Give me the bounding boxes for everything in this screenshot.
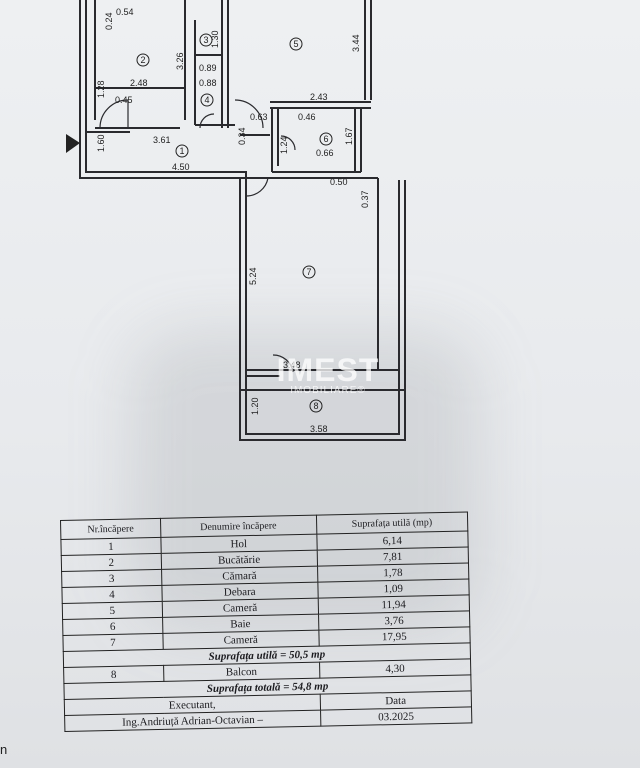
cropped-side-text: n xyxy=(0,742,8,757)
dim-label: 0.45 xyxy=(115,95,133,105)
dim-label: 2.43 xyxy=(310,92,328,102)
room-marker-1: 1 xyxy=(179,146,184,156)
dim-label: 4.50 xyxy=(172,162,190,172)
dim-label: 3.61 xyxy=(153,135,171,145)
dim-label: 0.46 xyxy=(298,112,316,122)
room-marker-8: 8 xyxy=(313,401,318,411)
dim-label: 1.20 xyxy=(250,397,260,415)
dim-label: 0.54 xyxy=(116,7,134,17)
dim-label: 1.67 xyxy=(344,127,354,145)
dim-label: 3.58 xyxy=(310,424,328,434)
dim-label: 1.60 xyxy=(96,134,106,152)
date-value: 03.2025 xyxy=(320,706,472,727)
dim-label: 1.24 xyxy=(279,136,289,154)
dim-label: 0.37 xyxy=(360,190,370,208)
room-marker-2: 2 xyxy=(140,55,145,65)
dim-label: 0.50 xyxy=(330,177,348,187)
dim-label: 5.24 xyxy=(248,267,258,285)
phone-shadow xyxy=(130,330,480,630)
dim-label: 3.48 xyxy=(283,360,301,370)
dim-label: 0.88 xyxy=(199,78,217,88)
room-marker-7: 7 xyxy=(306,267,311,277)
room-marker-3: 3 xyxy=(203,35,208,45)
dim-label: 3.26 xyxy=(175,52,185,70)
room-marker-6: 6 xyxy=(323,134,328,144)
dim-label: 0.34 xyxy=(237,127,247,145)
room-marker-5: 5 xyxy=(293,39,298,49)
dim-label: 0.66 xyxy=(316,148,334,158)
dim-label: 0.89 xyxy=(199,63,217,73)
dim-label: 0.63 xyxy=(250,112,268,122)
watermark-logo: IMEST IMOBILIARE® xyxy=(276,352,380,396)
dim-label: 1.30 xyxy=(210,30,220,48)
col-header-nr: Nr.încăpere xyxy=(60,518,161,540)
area-table: Nr.încăpere Denumire încăpere Suprafața … xyxy=(60,511,472,732)
dim-label: 1.28 xyxy=(96,80,106,98)
dim-label: 3.44 xyxy=(351,34,361,52)
entry-arrow-icon xyxy=(66,134,80,153)
dim-label: 2.48 xyxy=(130,78,148,88)
dim-label: 0.24 xyxy=(104,12,114,30)
room-marker-4: 4 xyxy=(204,95,209,105)
